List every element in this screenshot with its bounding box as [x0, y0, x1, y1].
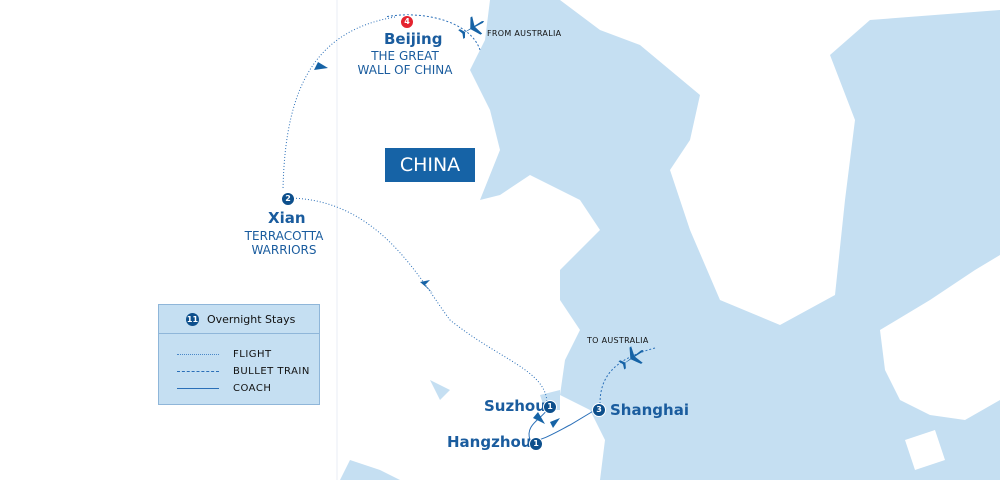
legend-item-flight: FLIGHT: [159, 346, 319, 363]
nights-badge-shanghai: 3: [592, 403, 606, 417]
city-hangzhou[interactable]: Hangzhou: [447, 433, 532, 451]
flight-route-in: [384, 14, 481, 51]
train-route-xian-suzhou: [289, 197, 548, 403]
legend: 11 Overnight Stays FLIGHT BULLET TRAIN C…: [158, 304, 320, 405]
legend-item-coach: COACH: [159, 380, 319, 397]
arrow-icon: [314, 62, 560, 428]
to-australia-label: TO AUSTRALIA: [587, 336, 649, 345]
nights-badge-hangzhou: 1: [529, 437, 543, 451]
legend-item-train: BULLET TRAIN: [159, 363, 319, 380]
japan: [880, 255, 1000, 470]
city-beijing[interactable]: Beijing: [384, 30, 443, 48]
flight-line-icon: [177, 354, 219, 355]
legend-label: BULLET TRAIN: [233, 366, 310, 377]
train-route-beijing-xian: [282, 16, 396, 191]
legend-label: COACH: [233, 383, 272, 394]
coach-line-icon: [177, 388, 219, 389]
legend-title: Overnight Stays: [207, 312, 296, 326]
nights-badge-xian: 2: [281, 192, 295, 206]
legend-label: FLIGHT: [233, 349, 272, 360]
city-xian-subtitle: TERRACOTTA WARRIORS: [244, 229, 324, 257]
from-australia-label: FROM AUSTRALIA: [487, 29, 562, 38]
city-shanghai[interactable]: Shanghai: [610, 401, 689, 419]
legend-badge: 11: [186, 312, 199, 326]
city-beijing-subtitle: THE GREAT WALL OF CHINA: [357, 49, 453, 77]
nights-badge-beijing: 4: [400, 15, 414, 29]
plane-icon: [458, 16, 485, 39]
legend-header: 11 Overnight Stays: [159, 305, 319, 334]
country-label: CHINA: [385, 148, 475, 182]
city-xian[interactable]: Xian: [268, 209, 306, 227]
nights-badge-suzhou: 1: [543, 400, 557, 414]
train-line-icon: [177, 371, 219, 372]
city-suzhou[interactable]: Suzhou: [484, 397, 546, 415]
flight-route-out: [599, 347, 656, 405]
plane-icon: [618, 346, 644, 370]
